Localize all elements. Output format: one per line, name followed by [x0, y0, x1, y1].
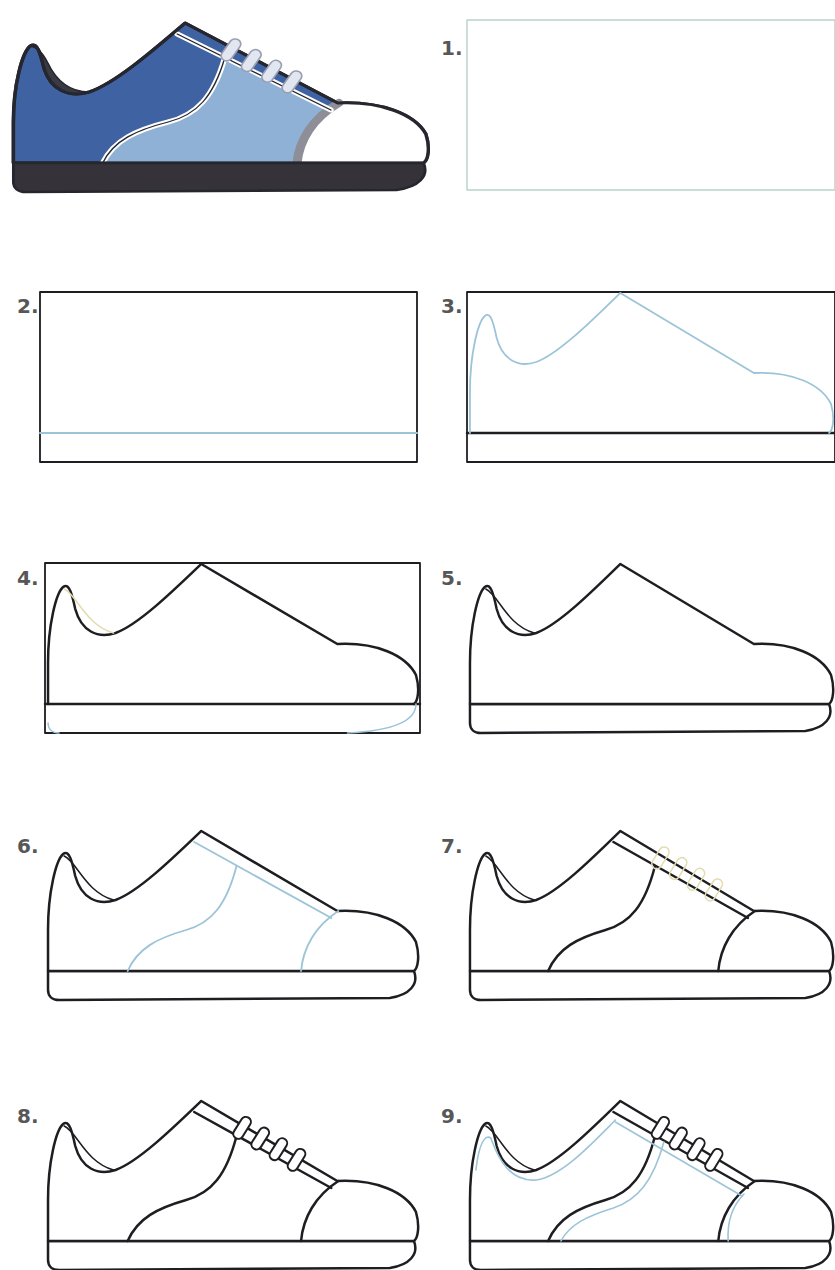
eyestay-line: [194, 1112, 331, 1188]
step-number: 1.: [441, 38, 463, 58]
panel-guide: [128, 866, 237, 971]
collar-line: [486, 589, 534, 633]
lace-loop: [668, 1126, 689, 1152]
step-number: 3.: [441, 296, 463, 316]
collar-line: [64, 1126, 113, 1170]
lace-loop: [686, 1136, 707, 1162]
guide-box: [467, 292, 835, 462]
lace-loop: [250, 1126, 271, 1152]
step-number: 8.: [17, 1106, 39, 1126]
sole-guide: [40, 432, 417, 434]
toe-cap-line: [718, 1181, 755, 1241]
detail-guide: [728, 1194, 744, 1241]
guide-box: [40, 292, 417, 462]
shoe-upper: [470, 831, 833, 971]
lace-loop: [260, 58, 284, 84]
shoe-upper: [48, 1101, 418, 1241]
step-drawing: [48, 831, 418, 1000]
sole-guide: [48, 704, 416, 733]
step-drawing: [48, 1101, 418, 1270]
shoe-sole: [48, 971, 415, 1000]
lace-loop: [231, 1115, 252, 1141]
shoe-sole: [13, 163, 425, 192]
sole-line: [467, 432, 835, 435]
step-drawing: [45, 563, 420, 733]
lace-loop: [703, 877, 724, 903]
shoe-upper: [470, 1101, 833, 1241]
step-number: 4.: [17, 568, 39, 588]
lace-loop: [219, 37, 243, 63]
guide-box: [467, 20, 835, 190]
lace-loop: [703, 1147, 724, 1173]
collar-line: [64, 856, 113, 900]
side-panel-line: [548, 1136, 655, 1241]
shoe-upper: [48, 831, 418, 971]
eyestay-line: [613, 1112, 748, 1188]
piping-edge: [177, 34, 331, 110]
shoe-upper: [13, 23, 428, 163]
finished-shoe: [13, 23, 428, 192]
step-number: 7.: [441, 836, 463, 856]
guide-box: [45, 563, 420, 733]
step-number: 9.: [441, 1106, 463, 1126]
collar-line: [486, 1126, 534, 1170]
detail-guide: [561, 1142, 664, 1241]
collar-line: [486, 856, 534, 900]
step-drawing: [470, 1101, 833, 1270]
lace-loop: [239, 48, 263, 74]
collar-guide: [64, 589, 113, 633]
panel-guide: [301, 911, 338, 971]
shoe-upper: [470, 564, 833, 704]
shoe-sole: [470, 971, 830, 1000]
step-number: 2.: [17, 296, 39, 316]
step-drawing: [40, 292, 417, 462]
step-drawing: [467, 20, 835, 190]
detail-guide: [615, 1122, 742, 1196]
shoe-sole: [470, 704, 830, 733]
side-panel-line: [548, 866, 655, 971]
toe-cap-line: [718, 911, 755, 971]
step-number: 5.: [441, 568, 463, 588]
step-drawing: [467, 292, 835, 462]
piping: [177, 34, 331, 110]
shoe-outline: [48, 564, 418, 704]
lace-loop: [650, 845, 671, 871]
shoe-outline-guide: [470, 293, 833, 433]
lace-loop: [286, 1147, 307, 1173]
step-drawing: [470, 831, 833, 1000]
panel-guide: [194, 842, 331, 918]
lace-loop: [686, 866, 707, 892]
shoe-sole: [48, 1241, 415, 1270]
lace-loop: [650, 1115, 671, 1141]
toe-cap-line: [301, 1181, 338, 1241]
lace-loop: [280, 69, 304, 95]
eyestay-line: [613, 842, 748, 918]
sole-line: [45, 703, 420, 706]
lace-loop: [268, 1136, 289, 1162]
step-number: 6.: [17, 836, 39, 856]
side-panel-line: [128, 1136, 237, 1241]
toe-cap: [297, 103, 428, 163]
shoe-outline: [13, 23, 428, 163]
shoe-sole: [470, 1241, 830, 1270]
detail-guide: [476, 1120, 615, 1180]
step-drawing: [470, 564, 833, 733]
lace-loop: [668, 856, 689, 882]
